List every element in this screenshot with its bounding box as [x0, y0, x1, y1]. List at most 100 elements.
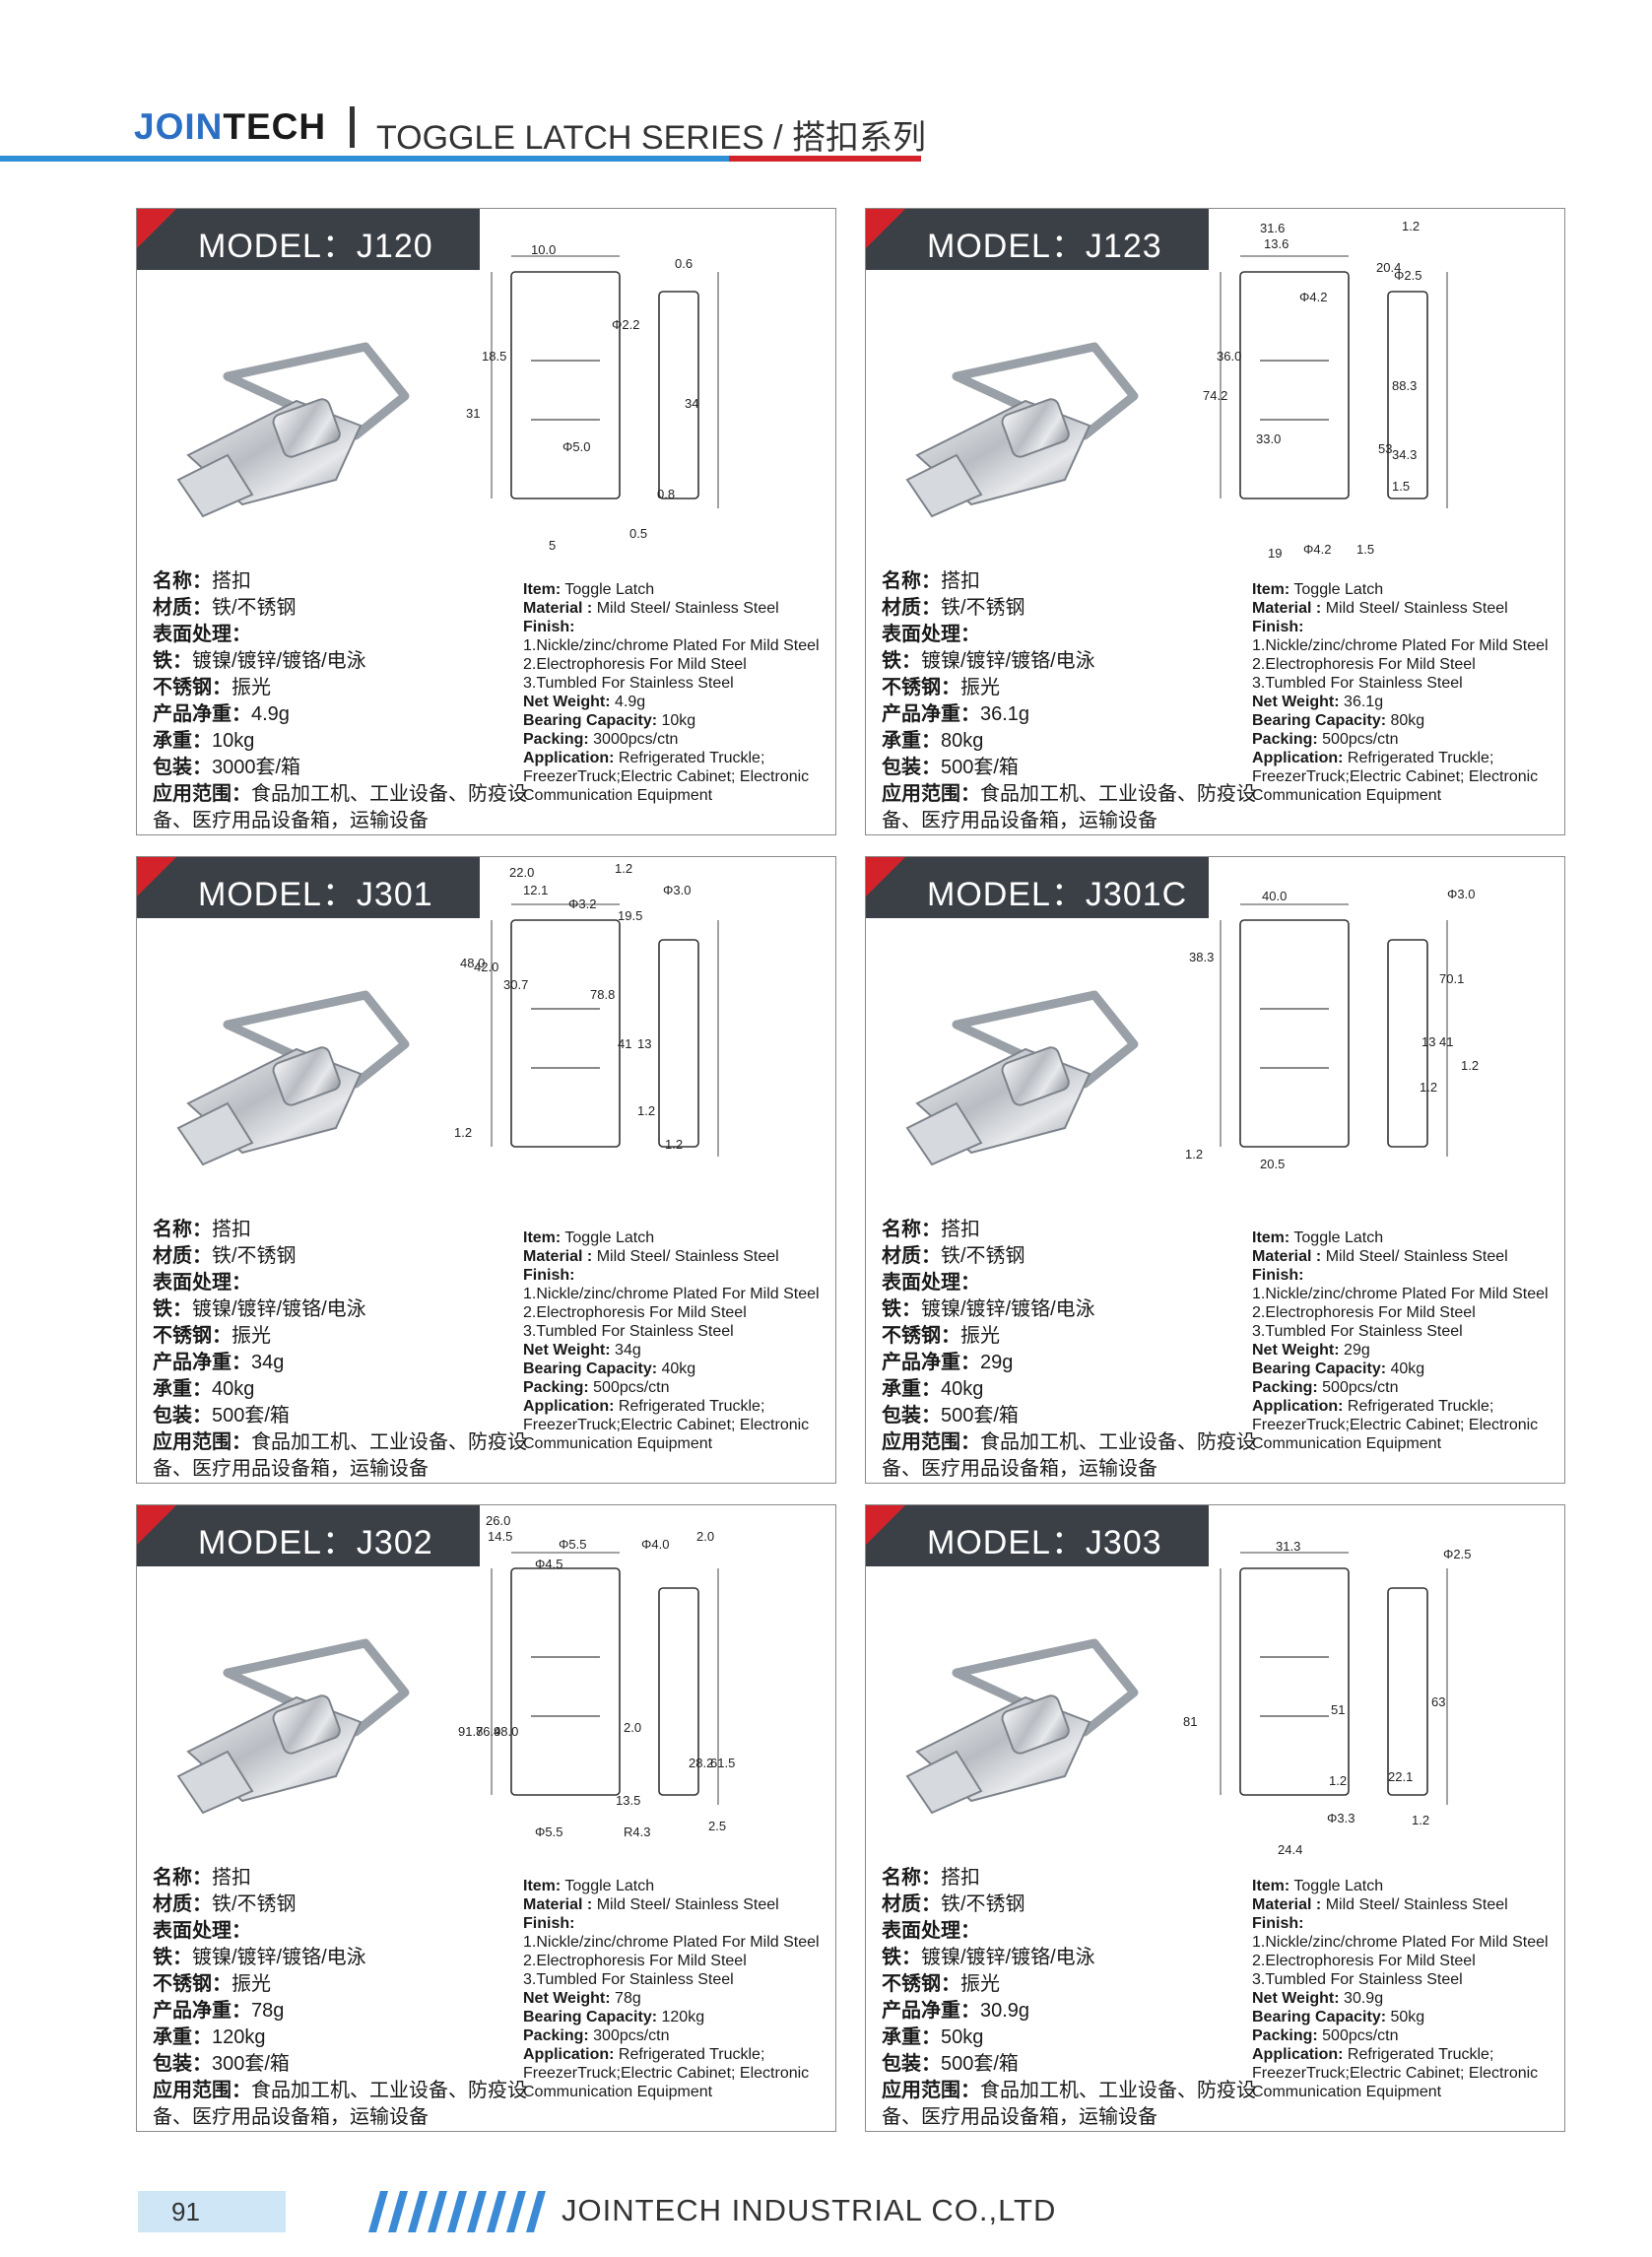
dimension-label: 1.2	[1185, 1147, 1203, 1162]
cn-label-weight: 产品净重：	[153, 2000, 251, 2022]
en-label-bearing: Bearing Capacity:	[1252, 1361, 1387, 1377]
en-finish-2: 2.Electrophoresis For Mild Steel	[1252, 1953, 1476, 1969]
dimension-label: 1.2	[1329, 1773, 1347, 1788]
en-value-bearing: 120kg	[661, 2009, 705, 2025]
cn-value-weight: 4.9g	[251, 703, 290, 725]
cn-label-finish: 表面处理：	[153, 624, 251, 645]
cn-value-name: 搭扣	[941, 1867, 980, 1889]
en-value-weight: 4.9g	[615, 694, 646, 710]
drawing-front-view	[510, 919, 621, 1148]
en-value-item: Toggle Latch	[564, 1229, 655, 1246]
drawing-side-view	[658, 939, 699, 1148]
dimension-label: 1.2	[1461, 1058, 1479, 1073]
cn-value-material: 铁/不锈钢	[212, 1245, 297, 1267]
product-photo	[905, 342, 1139, 518]
en-label-application: Application:	[523, 2046, 615, 2063]
dimension-label: 78.8	[590, 987, 615, 1002]
en-label-bearing: Bearing Capacity:	[523, 712, 658, 729]
en-finish-3: 3.Tumbled For Stainless Steel	[523, 1971, 734, 1988]
cn-label-bearing: 承重：	[153, 1378, 212, 1400]
cn-label-bearing: 承重：	[882, 730, 941, 752]
model-banner: MODEL：J301	[137, 857, 480, 918]
model-accent-corner	[137, 857, 176, 896]
cn-label-stainless: 不锈钢：	[153, 677, 231, 698]
cn-value-packing: 3000套/箱	[212, 757, 301, 778]
en-value-weight: 29g	[1344, 1342, 1370, 1359]
en-value-item: Toggle Latch	[564, 1878, 655, 1894]
model-banner: MODEL：J301C	[866, 857, 1209, 918]
en-value-material: Mild Steel/ Stainless Steel	[596, 1896, 779, 1913]
en-finish-1: 1.Nickle/zinc/chrome Plated For Mild Ste…	[1252, 1934, 1549, 1951]
en-label-material: Material :	[1252, 600, 1322, 617]
en-label-material: Material :	[1252, 1248, 1322, 1265]
en-finish-3: 3.Tumbled For Stainless Steel	[523, 1323, 734, 1340]
cn-label-name: 名称：	[153, 1867, 212, 1889]
en-label-bearing: Bearing Capacity:	[523, 2009, 658, 2025]
dimension-label: 1.2	[1412, 1813, 1429, 1827]
cn-label-application: 应用范围：	[153, 1431, 251, 1453]
model-accent-corner	[866, 209, 905, 248]
en-label-packing: Packing:	[523, 2027, 589, 2044]
en-label-application: Application:	[523, 750, 615, 766]
dimension-label: 40.0	[1262, 889, 1287, 903]
en-label-weight: Net Weight:	[1252, 1990, 1340, 2007]
model-accent-corner	[866, 1505, 905, 1545]
en-value-bearing: 40kg	[1390, 1361, 1425, 1377]
drawing-side-view	[658, 291, 699, 499]
en-label-packing: Packing:	[523, 731, 589, 748]
model-banner: MODEL：J302	[137, 1505, 480, 1566]
en-value-application: Refrigerated Truckle; FreezerTruck;Elect…	[523, 1398, 810, 1452]
dimension-label: 88.3	[1392, 378, 1417, 393]
en-value-weight: 36.1g	[1344, 694, 1384, 710]
drawing-front-view	[510, 1567, 621, 1796]
brand-logo: JOINTECH	[134, 106, 326, 148]
spec-chinese: 名称：搭扣 材质：铁/不锈钢 表面处理： 铁：镀镍/镀锌/镀铬/电泳 不锈钢：振…	[882, 1865, 1256, 2131]
cn-label-material: 材质：	[882, 597, 941, 619]
cn-label-material: 材质：	[882, 1893, 941, 1915]
dimension-label: 0.8	[657, 487, 675, 501]
dimension-label: 1.2	[454, 1125, 472, 1140]
en-value-packing: 500pcs/ctn	[1322, 1379, 1399, 1396]
dimension-label: 51	[1331, 1702, 1345, 1717]
en-finish-2: 2.Electrophoresis For Mild Steel	[1252, 1304, 1476, 1321]
dimension-label: 48.0	[494, 1724, 518, 1739]
cn-value-iron: 镀镍/镀锌/镀铬/电泳	[921, 1947, 1095, 1968]
en-finish-2: 2.Electrophoresis For Mild Steel	[523, 1304, 747, 1321]
en-label-weight: Net Weight:	[523, 1342, 611, 1359]
en-label-item: Item:	[523, 1229, 562, 1246]
cn-label-stainless: 不锈钢：	[882, 1973, 960, 1995]
dimension-label: 36.0	[1217, 349, 1241, 364]
en-label-bearing: Bearing Capacity:	[1252, 712, 1387, 729]
cn-value-bearing: 10kg	[212, 730, 255, 752]
spec-english: Item: Toggle Latch Material : Mild Steel…	[523, 580, 830, 805]
en-value-item: Toggle Latch	[1293, 1229, 1384, 1246]
en-finish-1: 1.Nickle/zinc/chrome Plated For Mild Ste…	[523, 1286, 820, 1302]
dimension-label: 74.2	[1203, 388, 1227, 403]
model-accent-corner	[866, 857, 905, 896]
page-number: 91	[171, 2197, 200, 2226]
dimension-label: 1.2	[637, 1103, 655, 1118]
footer-stripes	[368, 2191, 546, 2232]
page-number-box: 91	[138, 2191, 286, 2232]
en-label-item: Item:	[523, 581, 562, 598]
cn-value-stainless: 振光	[960, 1325, 1000, 1347]
cn-value-packing: 500套/箱	[941, 2053, 1019, 2075]
product-photo	[176, 342, 410, 518]
dimension-label: 91.8	[458, 1724, 483, 1739]
dimension-label: 13.5	[616, 1793, 640, 1808]
cn-label-bearing: 承重：	[153, 730, 212, 752]
en-label-application: Application:	[523, 1398, 615, 1415]
dimension-label: Φ4.2	[1303, 542, 1331, 557]
dimension-label: 76.9	[476, 1724, 500, 1739]
cn-label-packing: 包装：	[153, 1405, 212, 1427]
cn-value-weight: 34g	[251, 1352, 285, 1373]
cn-value-name: 搭扣	[941, 1219, 980, 1240]
product-photo	[905, 990, 1139, 1166]
cn-value-iron: 镀镍/镀锌/镀铬/电泳	[921, 650, 1095, 672]
cn-value-weight: 36.1g	[980, 703, 1030, 725]
en-value-bearing: 80kg	[1390, 712, 1425, 729]
cn-label-iron: 铁：	[153, 1947, 192, 1968]
